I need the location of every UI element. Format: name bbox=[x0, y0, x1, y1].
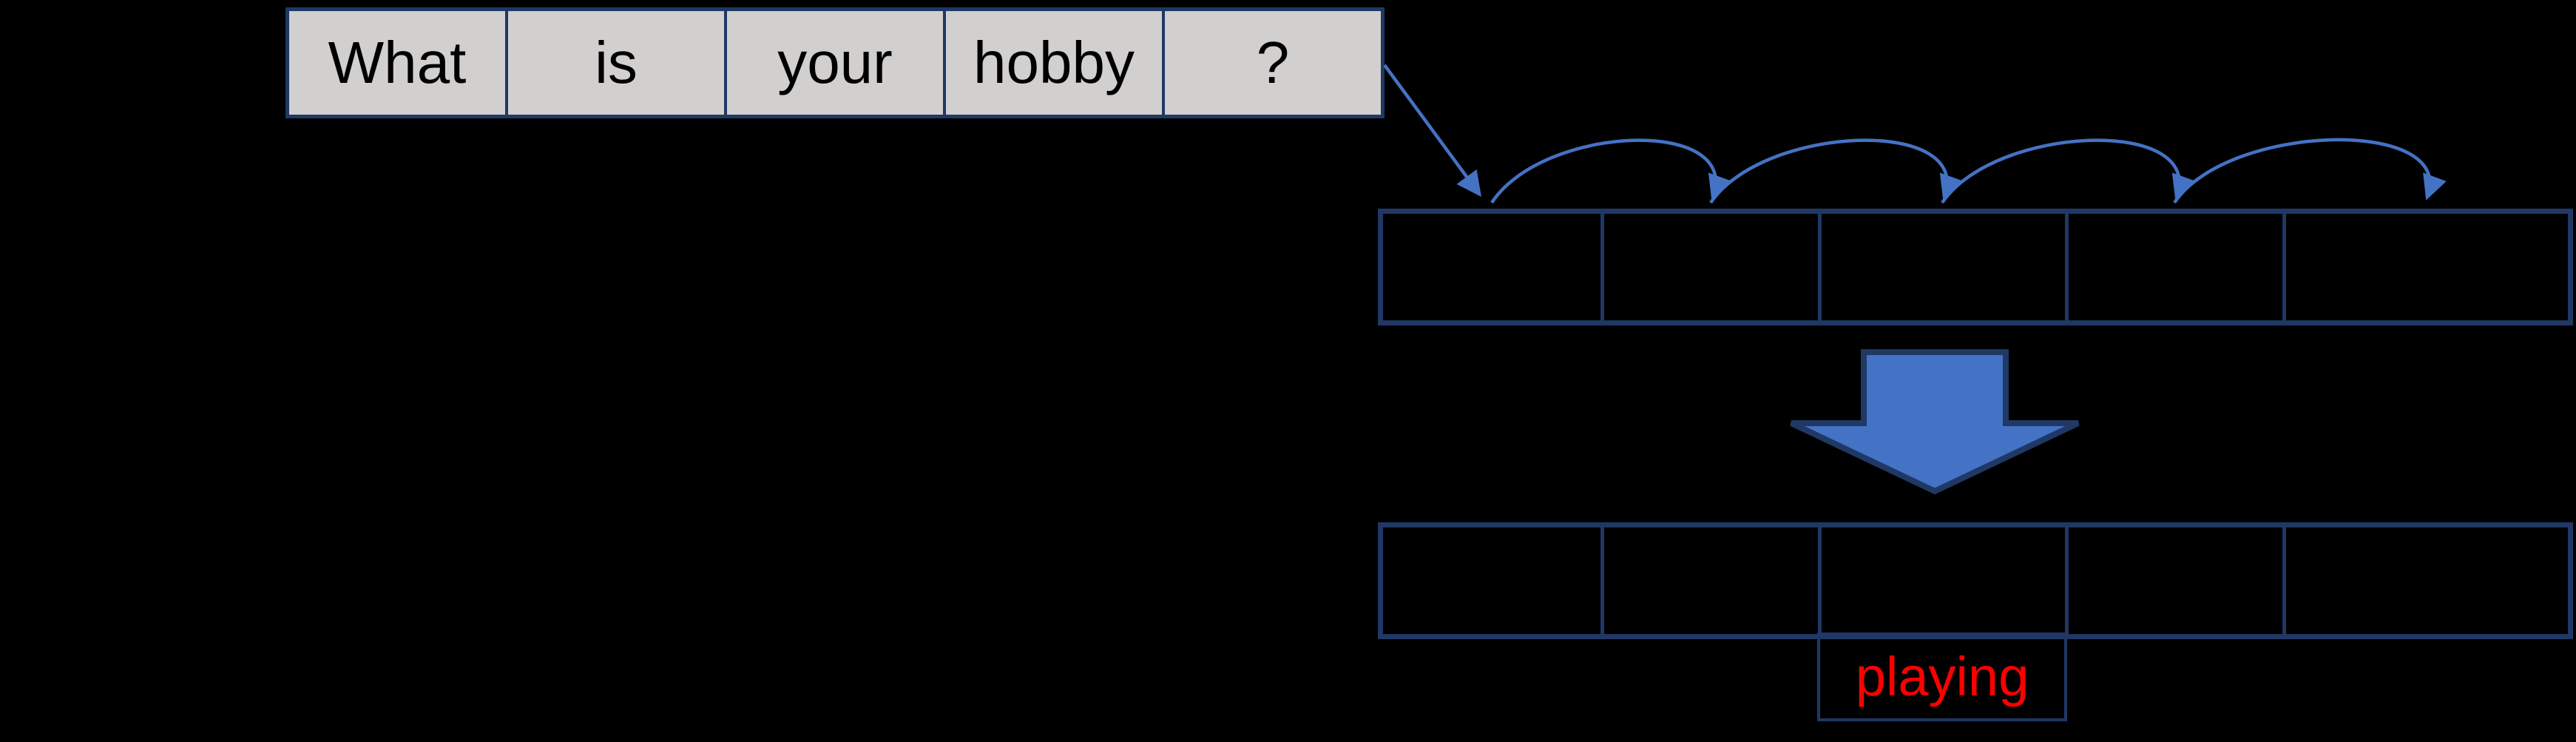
empty-cell bbox=[1600, 527, 1818, 634]
word-label: your bbox=[777, 30, 893, 95]
empty-cell bbox=[2065, 214, 2282, 320]
sentence-word-cell: ? bbox=[1162, 11, 1381, 115]
sentence-word-cell: your bbox=[724, 11, 943, 115]
answer-label: playing bbox=[1855, 646, 2029, 707]
empty-cell bbox=[2282, 214, 2568, 320]
word-label: What bbox=[328, 30, 467, 95]
empty-cell bbox=[1383, 527, 1600, 634]
empty-cell bbox=[1817, 527, 2065, 634]
empty-cell bbox=[1383, 214, 1600, 320]
word-label: ? bbox=[1256, 30, 1290, 95]
down-arrow-icon bbox=[1790, 349, 2080, 495]
word-label: is bbox=[595, 30, 638, 95]
hop-arc-icon-3 bbox=[1941, 138, 2196, 204]
empty-cell bbox=[1600, 214, 1818, 320]
empty-cell bbox=[1817, 214, 2065, 320]
lower-cell-row bbox=[1378, 522, 2573, 639]
word-label: hobby bbox=[973, 30, 1135, 95]
sentence-word-cell: hobby bbox=[943, 11, 1162, 115]
hop-arc-icon-1 bbox=[1490, 138, 1732, 204]
upper-cell-row bbox=[1378, 209, 2573, 326]
sentence-word-cell: What bbox=[289, 11, 505, 115]
answer-box: playing bbox=[1817, 633, 2067, 721]
hop-arc-icon-4 bbox=[2173, 138, 2447, 204]
hop-arc-icon-2 bbox=[1709, 138, 1964, 204]
empty-cell bbox=[2282, 527, 2568, 634]
sentence-word-cell: is bbox=[505, 11, 724, 115]
empty-cell bbox=[2065, 527, 2282, 634]
flow-arrow-icon bbox=[1383, 64, 1481, 198]
sentence-row: What is your hobby ? bbox=[285, 7, 1385, 118]
